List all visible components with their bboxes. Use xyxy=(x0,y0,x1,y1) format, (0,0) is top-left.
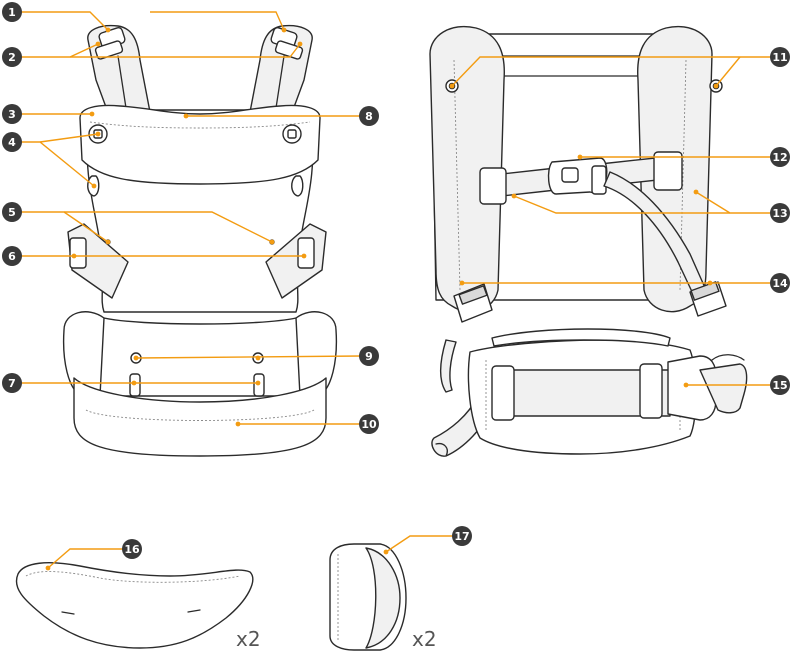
callout-9-target-dot xyxy=(134,356,139,361)
carrier-back-view xyxy=(430,27,747,457)
callout-1-leader xyxy=(20,12,108,30)
callout-badge-9: 9 xyxy=(359,346,379,366)
callout-number: 14 xyxy=(772,277,788,290)
waistbelt-slider xyxy=(492,366,514,420)
callout-2-leader xyxy=(20,44,98,57)
callout-15-target-dot xyxy=(684,383,689,388)
callout-badge-13: 13 xyxy=(770,203,790,223)
callout-5-target-dot xyxy=(270,240,275,245)
callout-number: 13 xyxy=(772,207,787,220)
callout-number: 3 xyxy=(8,108,16,121)
carrier-front-view xyxy=(64,26,337,456)
callout-14-target-dot xyxy=(460,281,465,286)
callout-number: 5 xyxy=(8,206,16,219)
callout-badge-6: 6 xyxy=(2,246,22,266)
callout-number: 7 xyxy=(8,377,16,390)
callout-13-target-dot xyxy=(694,190,699,195)
callout-number: 4 xyxy=(8,136,16,149)
callout-badge-3: 3 xyxy=(2,104,22,124)
callout-11-leader xyxy=(716,57,740,86)
callout-4-target-dot xyxy=(96,132,101,137)
callout-number: 12 xyxy=(772,151,787,164)
callout-number: 16 xyxy=(124,543,140,556)
callout-badge-14: 14 xyxy=(770,273,790,293)
callout-badge-17: 17 xyxy=(452,526,472,546)
callout-badge-1: 1 xyxy=(2,2,22,22)
accessory-strap-pad xyxy=(330,544,406,650)
head-support-hood xyxy=(80,106,320,185)
callout-4-target-dot xyxy=(92,184,97,189)
callout-2-target-dot xyxy=(96,42,101,47)
callout-badge-5: 5 xyxy=(2,202,22,222)
callout-3-target-dot xyxy=(90,112,95,117)
callout-13-target-dot xyxy=(512,194,517,199)
drool-pad-shape xyxy=(16,563,252,648)
left-chest-slider xyxy=(480,168,506,204)
accessory-17-quantity: x2 xyxy=(412,627,437,651)
callout-number: 1 xyxy=(8,6,16,19)
callout-number: 9 xyxy=(365,350,373,363)
callout-badge-2: 2 xyxy=(2,47,22,67)
callout-badge-15: 15 xyxy=(770,375,790,395)
callout-6-target-dot xyxy=(302,254,307,259)
callout-number: 2 xyxy=(8,51,16,64)
callout-11-target-dot xyxy=(450,84,455,89)
accessory-drool-pad xyxy=(16,563,252,648)
callout-number: 8 xyxy=(365,110,373,123)
callout-5-target-dot xyxy=(106,240,111,245)
callout-badge-4: 4 xyxy=(2,132,22,152)
callout-1-target-dot xyxy=(282,28,287,33)
callout-8-target-dot xyxy=(184,114,189,119)
accessory-16-quantity: x2 xyxy=(236,627,261,651)
callout-9-target-dot xyxy=(256,356,261,361)
callout-7-target-dot xyxy=(256,381,261,386)
callout-badge-16: 16 xyxy=(122,539,142,559)
callout-badge-11: 11 xyxy=(770,47,790,67)
callout-11-target-dot xyxy=(714,84,719,89)
callout-badge-7: 7 xyxy=(2,373,22,393)
callout-17-target-dot xyxy=(384,550,389,555)
callout-1-target-dot xyxy=(106,28,111,33)
callout-badge-12: 12 xyxy=(770,147,790,167)
callout-12-target-dot xyxy=(578,155,583,160)
callout-1-leader xyxy=(150,12,284,30)
callout-number: 10 xyxy=(361,418,377,431)
callout-17-leader xyxy=(386,536,454,552)
callout-badge-10: 10 xyxy=(359,414,379,434)
callout-number: 6 xyxy=(8,250,16,263)
callout-number: 17 xyxy=(454,530,469,543)
callout-16-target-dot xyxy=(46,566,51,571)
callout-badge-8: 8 xyxy=(359,106,379,126)
callout-number: 15 xyxy=(772,379,787,392)
callout-2-target-dot xyxy=(298,42,303,47)
callout-10-target-dot xyxy=(236,422,241,427)
callout-number: 11 xyxy=(772,51,787,64)
